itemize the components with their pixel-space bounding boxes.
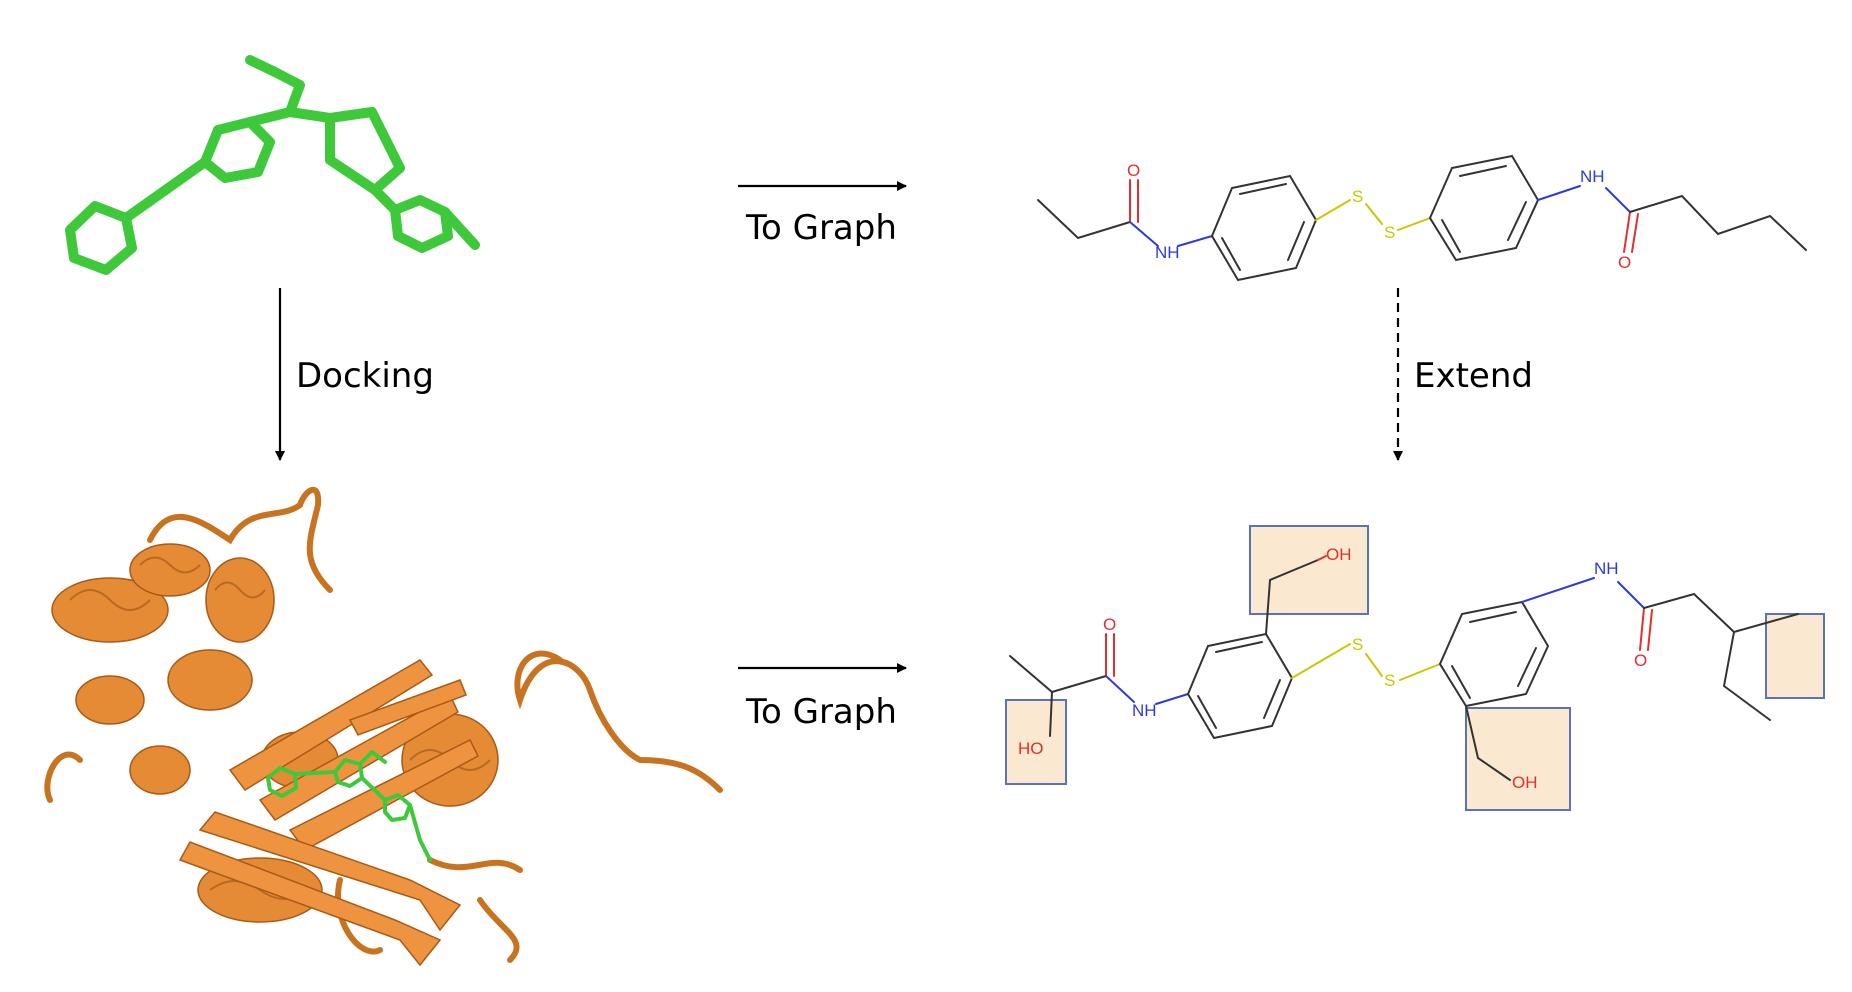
- atom-s-bottom-2: S: [1384, 671, 1395, 690]
- molecule-graph-original: [1037, 154, 1807, 282]
- atom-o-top-1: O: [1127, 161, 1140, 180]
- ligand-3d-model: [65, 55, 480, 275]
- atom-ho-left: HO: [1018, 739, 1044, 758]
- atom-o-top-2: O: [1618, 253, 1631, 272]
- atom-nh-top-1: NH: [1155, 243, 1180, 262]
- atom-nh-bottom-2: NH: [1594, 559, 1619, 578]
- highlight-box-methyl-right: [1765, 613, 1825, 699]
- atom-oh-top: OH: [1326, 545, 1352, 564]
- highlight-box-hydroxyl-left: [1005, 699, 1067, 785]
- molecule-graph-extended: [1009, 555, 1799, 781]
- to-graph-label-bottom: To Graph: [746, 692, 897, 732]
- highlight-boxes: [1005, 525, 1825, 811]
- atom-o-bottom-2: O: [1634, 651, 1647, 670]
- atom-oh-bottom: OH: [1512, 773, 1538, 792]
- to-graph-label-top: To Graph: [746, 208, 897, 248]
- atom-nh-bottom-1: NH: [1132, 701, 1157, 720]
- atom-nh-top-2: NH: [1580, 167, 1605, 186]
- highlight-box-hydroxymethyl-top: [1249, 525, 1369, 615]
- atom-s-top-2: S: [1384, 223, 1395, 242]
- highlight-box-hydroxymethyl-bottom: [1465, 707, 1571, 811]
- protein-ligand-complex: [44, 487, 723, 967]
- docking-label: Docking: [296, 356, 434, 396]
- atom-s-top-1: S: [1352, 187, 1363, 206]
- atom-o-bottom-1: O: [1103, 615, 1116, 634]
- molecule-graph-original-atoms: O NH S S NH O: [1127, 161, 1631, 272]
- extend-label: Extend: [1414, 356, 1533, 396]
- molecule-graph-extended-atoms: O HO NH OH S S OH NH O: [1018, 545, 1647, 792]
- atom-s-bottom-1: S: [1352, 635, 1363, 654]
